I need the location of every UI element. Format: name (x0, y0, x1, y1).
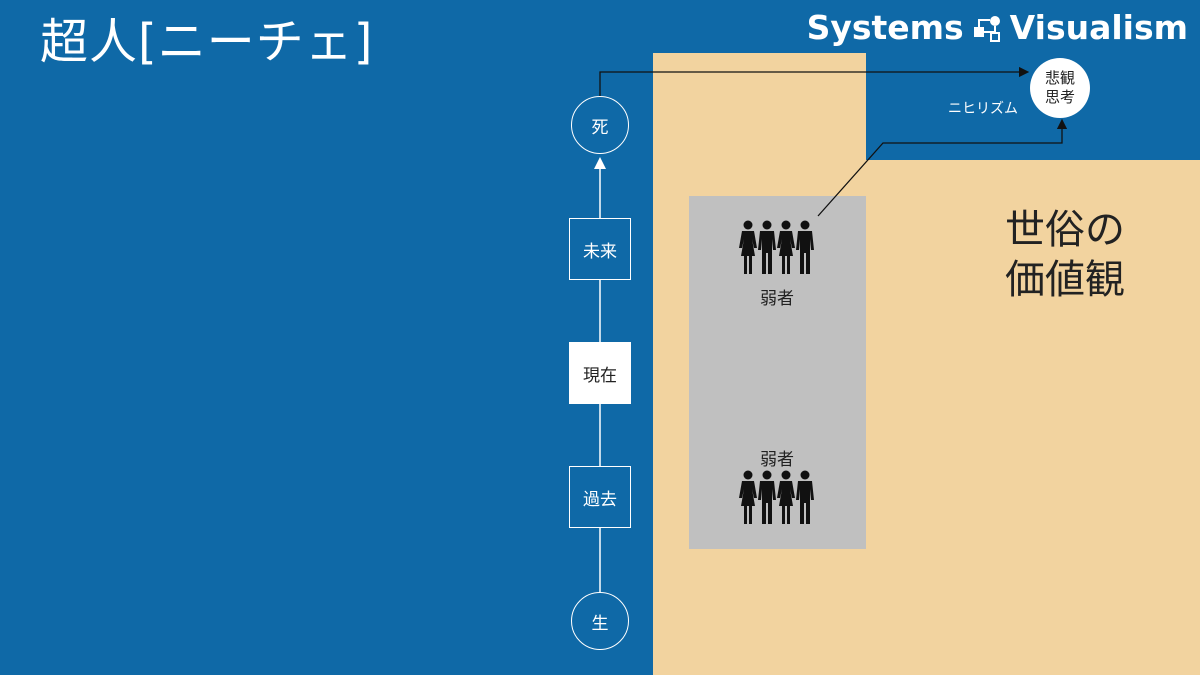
nihilism-label: ニヒリズム (948, 101, 1018, 117)
people-group-icon (739, 470, 814, 524)
brand-text-left: Systems (806, 8, 964, 47)
birth-node: 生 (571, 592, 629, 650)
brand-text-right: Visualism (1009, 8, 1188, 47)
page-title: 超人[ニーチェ] (40, 14, 374, 70)
arrow-death-to-pessimism (599, 66, 1030, 96)
pessimism-line1: 悲観 (1044, 69, 1075, 87)
worldly-values-label: 世俗の 価値観 (990, 205, 1140, 305)
present-node: 現在 (569, 342, 631, 404)
worldly-values-region-top (653, 53, 866, 160)
future-node: 未来 (569, 218, 631, 280)
weak-region (689, 196, 866, 549)
weak-label-top: 弱者 (760, 289, 794, 309)
brand-logo: Systems Visualism (807, 8, 1188, 47)
system-diagram-icon (973, 15, 1000, 42)
worldly-values-line1: 世俗の (1005, 207, 1125, 253)
pessimism-line2: 思考 (1044, 88, 1075, 106)
people-group-icon (739, 220, 814, 274)
death-node: 死 (571, 96, 629, 154)
worldly-values-line2: 価値観 (1005, 257, 1125, 303)
arrow-weak-to-pessimism (817, 118, 1068, 217)
past-node: 過去 (569, 466, 631, 528)
pessimism-node: 悲観 思考 (1030, 58, 1090, 118)
weak-label-bottom: 弱者 (760, 450, 794, 470)
